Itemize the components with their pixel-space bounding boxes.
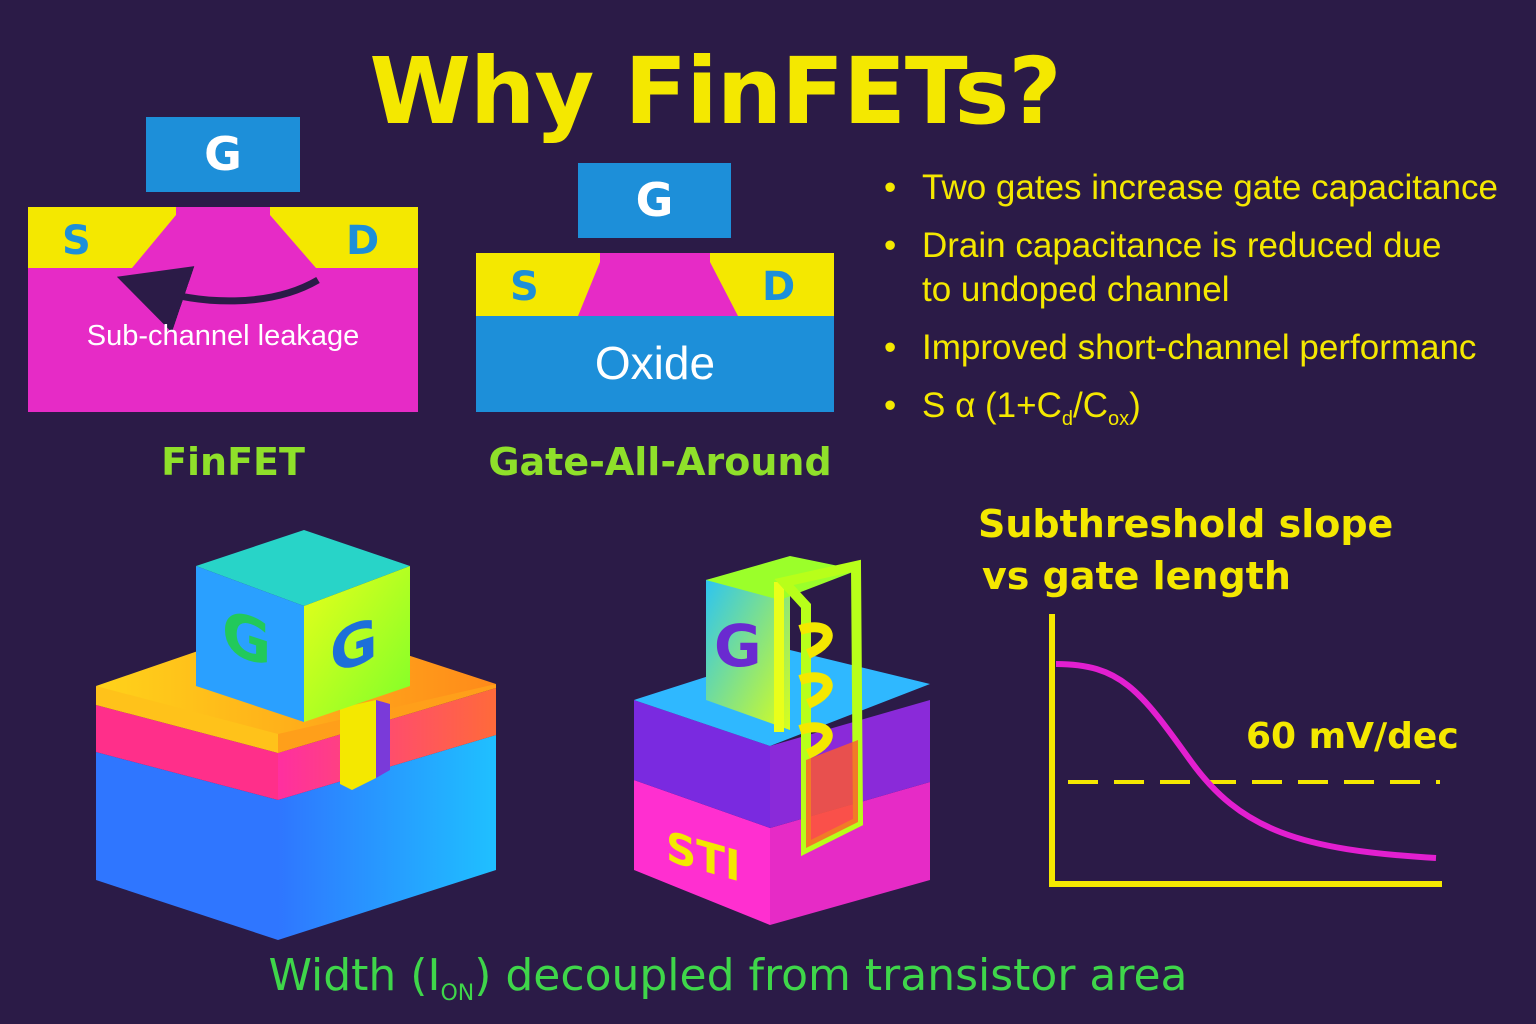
finfet-3d-device [96,530,496,940]
gaa-gate-label: G [635,173,674,227]
finfet-drain-label: D [346,218,380,264]
bullet-item: • Improved short-channel performanc [880,326,1536,370]
graph-title-line1: Subthreshold slope [978,502,1394,546]
bullet-text-continued: to undoped channel [922,270,1230,309]
gaa-drain-region [710,253,834,316]
finfet-caption: FinFET [161,440,305,484]
bottom-caption-prefix: Width (I [268,950,441,1001]
gaa-gate-edge [774,582,784,732]
gaa-drain-label: D [762,264,796,310]
gate-cube-right-face [304,566,410,722]
formula-mid: /C [1073,386,1108,425]
finfet-gate-label: G [204,127,242,181]
bottom-caption-sub: ON [440,980,475,1006]
reference-label: 60 mV/dec [1246,716,1459,757]
bullet-text: Two gates increase gate capacitance [922,168,1498,207]
graph-title-line2: vs gate length [982,554,1291,598]
finfet-gate [146,117,300,192]
bullet-text: Drain capacitance is reduced due [922,226,1442,265]
page-title: Why FinFETs? [369,38,1061,145]
gate-cube-top [196,530,410,606]
bullet-text: Improved short-channel performanc [922,328,1477,367]
subthreshold-graph [1049,614,1442,887]
bullet-dot-icon: • [884,386,897,425]
oxide-label: Oxide [594,337,716,389]
bottom-caption-suffix: ) decoupled from transistor area [474,950,1188,1001]
nanosheet-channels [798,622,833,759]
gaa-gate-front [706,560,790,730]
formula-prefix: S α (1+C [922,386,1062,425]
gaa-gate [578,163,731,238]
gaa-cross-section [476,163,834,412]
formula-suffix: ) [1129,386,1141,425]
fin-shadow [376,700,390,778]
gaa-channel-bottom [806,740,858,848]
finfet-cross-section [28,117,418,412]
formula-sub-d: d [1061,408,1073,430]
subthreshold-curve [1055,661,1437,861]
formula-sub-ox: ox [1108,408,1130,430]
finfet-source-region [28,207,176,268]
bullet-dot-icon: • [884,168,897,207]
bullet-item: • Drain capacitance is reduced due to un… [880,224,1536,312]
layer-left-face [634,700,770,828]
gate-cube-left-face [196,566,304,722]
gaa-3d-gate-label: G [714,612,762,680]
device-top-left-edge [96,686,278,753]
fin [340,700,376,790]
bullet-item: • Two gates increase gate capacitance [880,166,1536,210]
device-bottom-right-face [278,735,496,940]
gaa-source-region [476,253,600,316]
graph-title: Subthreshold slope vs gate length [978,498,1393,602]
leakage-label: Sub-channel leakage [86,320,360,352]
finfet-drain-region [270,207,418,268]
bullet-item: • S α (1+Cd/Cox) [880,384,1536,441]
gaa-caption: Gate-All-Around [488,440,832,484]
sti-left-face [634,780,770,925]
bullet-dot-icon: • [884,328,897,367]
gaa-3d-device [634,556,930,925]
device-mid-left-face [96,705,278,800]
gaa-source-label: S [510,264,539,310]
device-bottom-left-face [96,752,278,940]
finfet-source-label: S [62,218,91,264]
benefits-list: • Two gates increase gate capacitance • … [880,166,1536,455]
bullet-dot-icon: • [884,226,897,265]
bottom-caption: Width (ION) decoupled from transistor ar… [0,950,1456,1006]
gaa-oxide [476,316,834,412]
leakage-arrow-icon [116,266,320,333]
